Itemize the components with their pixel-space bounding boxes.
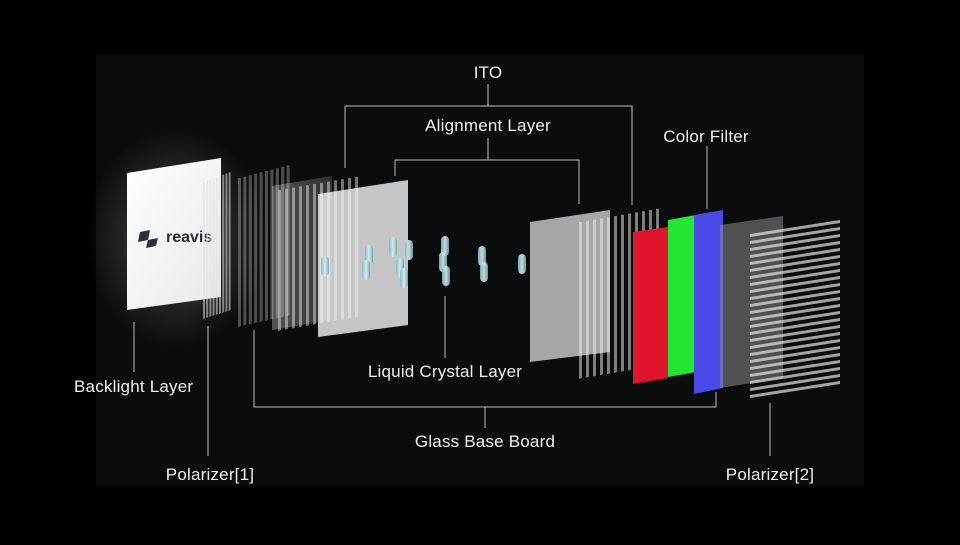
glass-slat	[238, 178, 241, 327]
glass-slat	[600, 218, 603, 375]
glass-slat	[249, 175, 252, 324]
label-ito: ITO	[474, 63, 503, 83]
glass-slat	[607, 217, 610, 374]
glass-slat	[579, 222, 582, 379]
glass-slat	[306, 185, 309, 326]
label-alignment-layer: Alignment Layer	[425, 116, 551, 136]
glass-slat	[292, 188, 295, 329]
liquid-crystal-molecule	[362, 260, 370, 280]
alignment-plate-right	[530, 210, 610, 362]
glass-slat	[254, 174, 257, 324]
liquid-crystal-molecule	[442, 266, 450, 286]
polarizer-1-slat	[209, 180, 211, 317]
label-color-filter: Color Filter	[663, 127, 749, 147]
polarizer-1-slat	[213, 178, 215, 316]
glass-slat	[285, 189, 288, 330]
liquid-crystal-molecule	[405, 240, 413, 260]
glass-slat	[614, 216, 617, 373]
polarizer-1-slat	[222, 175, 224, 313]
glass-slat	[265, 171, 268, 321]
polarizer-1-slat	[203, 182, 205, 319]
glass-slat	[299, 186, 302, 327]
liquid-crystal-molecule	[480, 262, 488, 282]
label-polarizer-2: Polarizer[2]	[726, 465, 814, 485]
ito-plate-left	[318, 180, 408, 337]
liquid-crystal-molecule	[389, 237, 397, 257]
glass-slat	[278, 190, 281, 331]
polarizer-1-layer	[203, 172, 231, 319]
glass-slat	[260, 172, 263, 322]
label-backlight-layer: Backlight Layer	[74, 377, 193, 397]
polarizer-1-slat	[206, 181, 208, 318]
color-filter-green	[668, 215, 696, 377]
glass-slat	[586, 221, 589, 378]
liquid-crystal-molecule	[400, 268, 408, 288]
polarizer-1-slat	[225, 174, 227, 312]
glass-slat	[243, 177, 246, 326]
glass-slat	[593, 220, 596, 377]
label-polarizer-1: Polarizer[1]	[166, 465, 254, 485]
polarizer-1-slat	[219, 176, 221, 314]
label-liquid-crystal-layer: Liquid Crystal Layer	[368, 362, 522, 382]
liquid-crystal-molecule	[321, 256, 329, 276]
polarizer-1-slat	[229, 172, 231, 311]
glass-slat	[628, 214, 631, 371]
label-glass-base-board: Glass Base Board	[415, 432, 555, 452]
glass-slat	[313, 184, 316, 325]
backlight-logo-text: reavis	[166, 229, 212, 246]
color-filter-red	[633, 227, 668, 384]
glass-slat	[621, 215, 624, 372]
polarizer-1-slat	[216, 177, 218, 315]
liquid-crystal-molecule	[518, 254, 526, 274]
color-filter-blue	[694, 210, 723, 394]
